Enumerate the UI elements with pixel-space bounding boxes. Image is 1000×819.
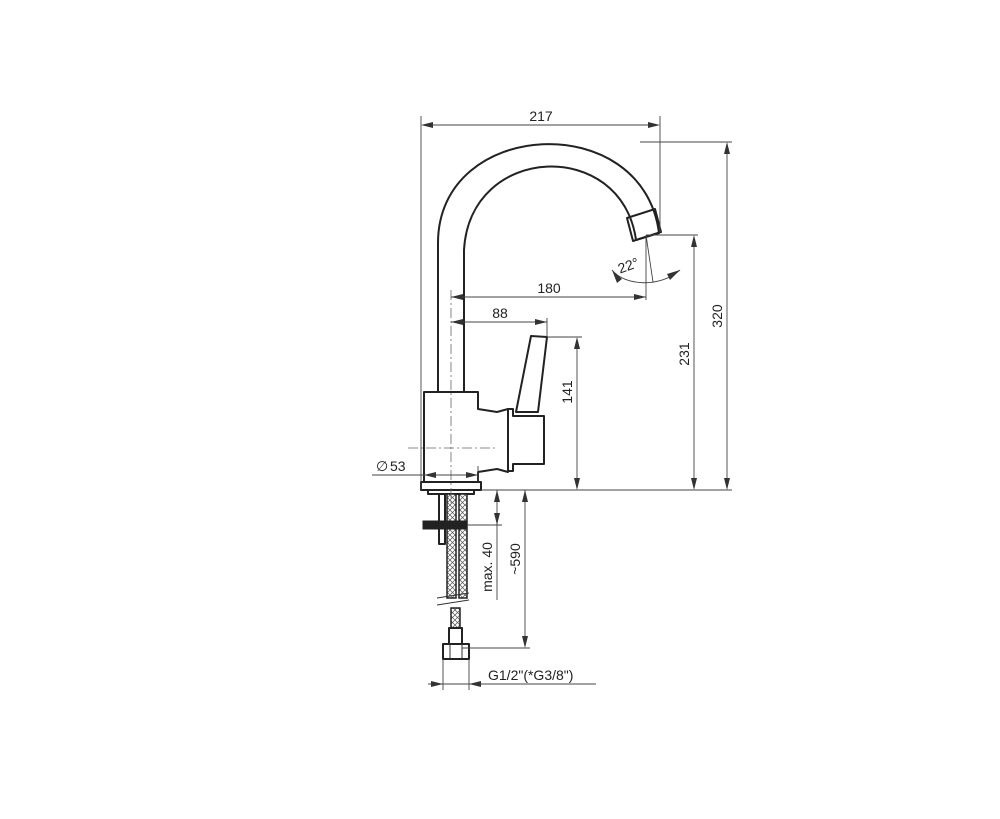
dim-lever-offset: 88 [492,305,508,321]
mounting-hardware [422,493,470,660]
break-mark [436,592,470,606]
dim-body-height: 141 [559,380,575,404]
braided-hose-right [458,493,468,599]
diameter-symbol: ∅ [376,458,388,474]
faucet-outline [420,143,662,495]
dim-max-counter-thickness: max. 40 [479,542,495,592]
connection-nut [442,643,470,660]
dim-base-diameter: ∅ 53 [376,458,406,474]
dim-hose-length: ~590 [507,543,523,575]
cartridge-housing [507,408,545,472]
dimension-lines [372,116,732,690]
center-lines [408,290,496,505]
dim-spout-angle: 22° [616,254,641,276]
aerator [626,208,662,242]
mounting-washer [422,520,468,530]
dim-total-height: 320 [709,304,725,328]
lever-handle [515,335,548,413]
braided-hose-lower [450,607,461,631]
dimension-labels: 217 180 88 22° 320 231 141 ∅ 53 max. 40 … [376,108,725,683]
mounting-stud [438,493,446,545]
dim-total-reach: 217 [529,108,553,124]
dim-connection-thread: G1/2"(*G3/8") [488,667,573,683]
dim-base-diameter-value: 53 [390,458,406,474]
hose-ferrule [448,627,463,645]
dim-spout-reach: 180 [537,280,561,296]
connection-nut-facets [449,644,463,659]
braided-hose-left [446,493,457,599]
faucet-body [423,391,509,483]
dim-spout-height: 231 [676,342,692,366]
